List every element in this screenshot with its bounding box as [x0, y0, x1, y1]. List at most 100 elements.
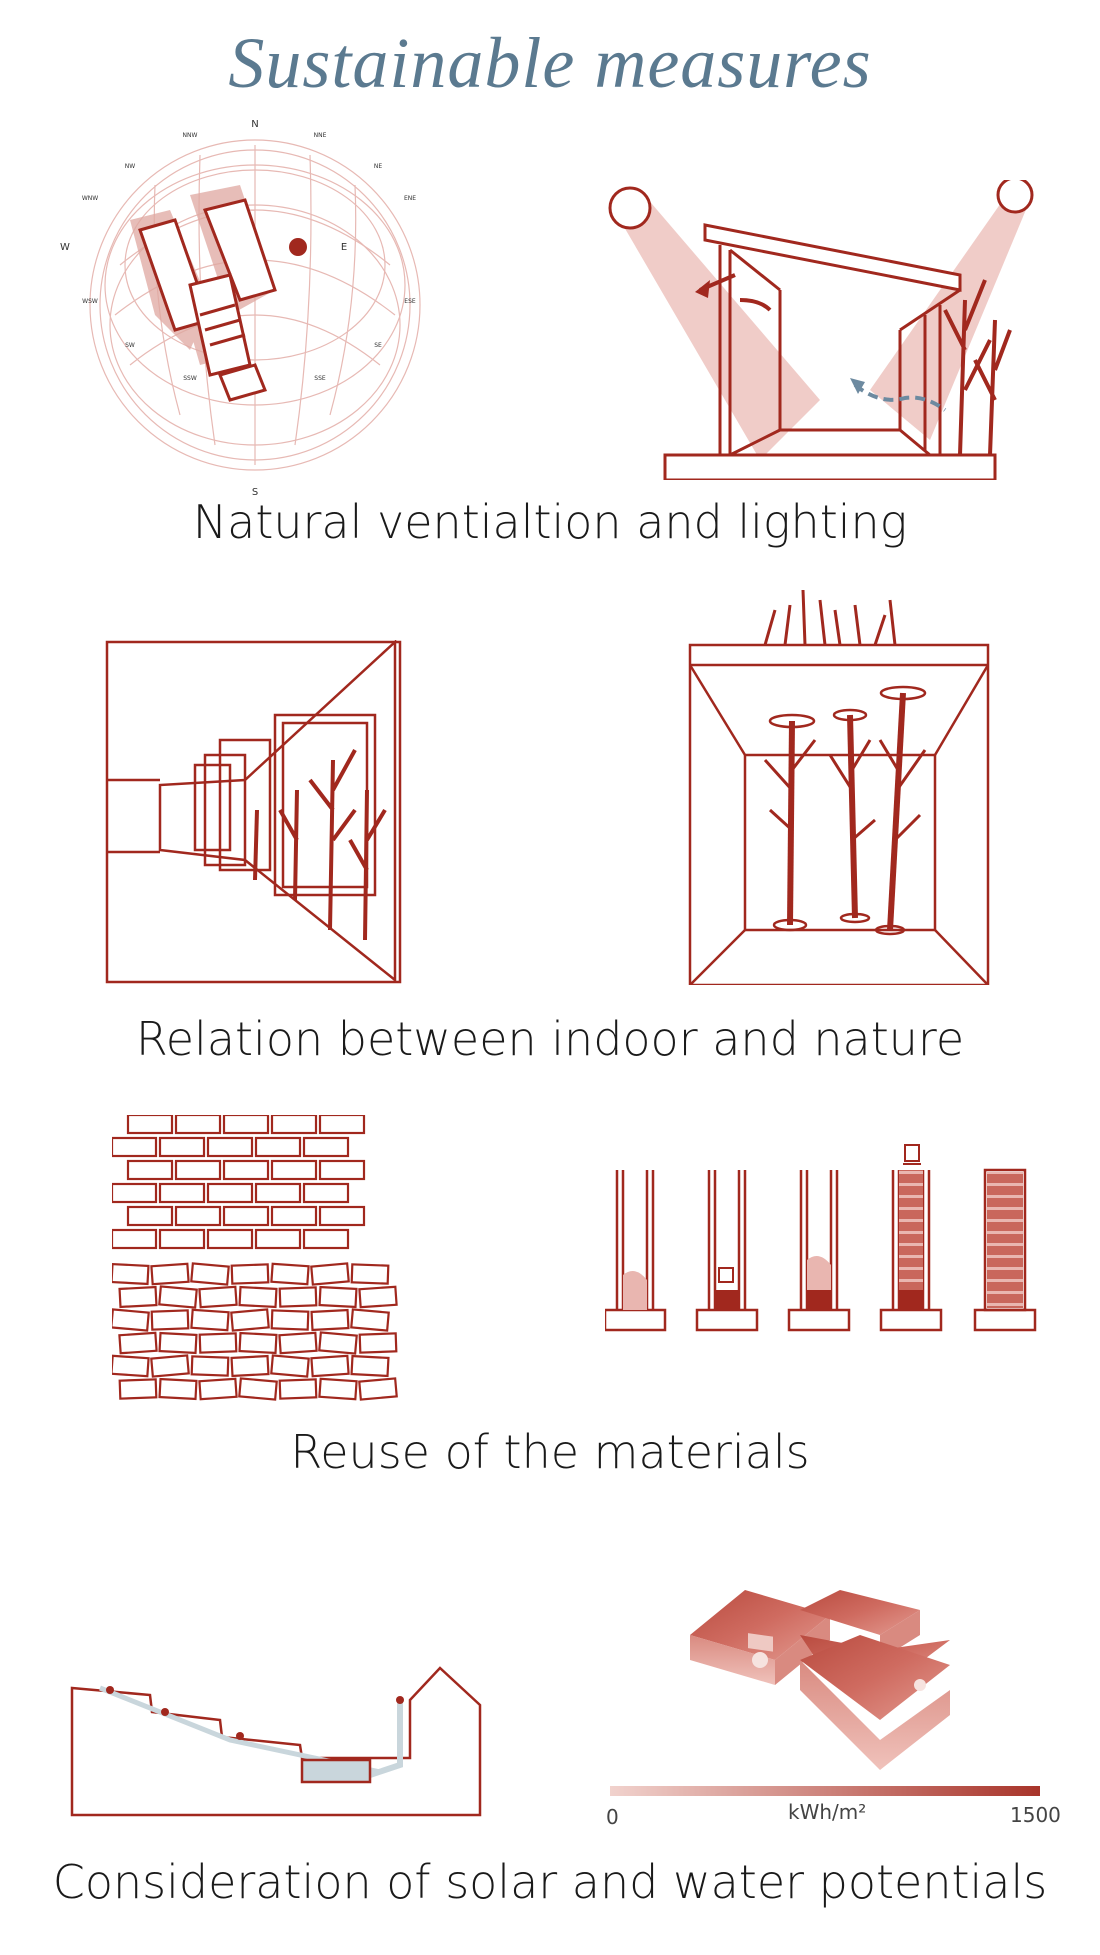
brick — [318, 1377, 358, 1401]
brick — [206, 1228, 254, 1250]
brick — [126, 1115, 174, 1135]
brick — [112, 1354, 150, 1378]
brick — [238, 1285, 278, 1309]
brick — [158, 1182, 206, 1204]
brick — [318, 1285, 358, 1309]
brick — [350, 1354, 390, 1378]
brick — [198, 1285, 238, 1309]
brick — [270, 1115, 318, 1135]
brick — [230, 1263, 270, 1285]
brick-reuse-diagram — [112, 1115, 402, 1410]
compass-sse: SSE — [314, 375, 326, 382]
compass-nnw: NNW — [183, 132, 198, 139]
brick — [150, 1309, 190, 1331]
brick — [318, 1115, 366, 1135]
brick — [126, 1205, 174, 1227]
legend-min-label: 0 — [606, 1805, 619, 1829]
legend-unit-label: kWh/m² — [788, 1800, 867, 1824]
brick — [230, 1354, 270, 1378]
brick — [270, 1205, 318, 1227]
brick — [158, 1136, 206, 1158]
brick — [158, 1228, 206, 1250]
solar-color-scale — [610, 1784, 1040, 1798]
legend-max-label: 1500 — [1010, 1803, 1061, 1827]
brick — [358, 1377, 398, 1401]
compass-n: N — [251, 119, 258, 130]
brick — [238, 1377, 278, 1401]
solar-radiation-model — [690, 1580, 960, 1780]
brick — [174, 1115, 222, 1135]
brick — [158, 1377, 198, 1401]
brick — [278, 1378, 318, 1400]
brick — [318, 1159, 366, 1181]
section-caption-solar-water: Consideration of solar and water potenti… — [52, 1855, 1048, 1909]
brick — [302, 1182, 350, 1204]
brick — [174, 1159, 222, 1181]
indoor-trees-diagram — [685, 590, 995, 985]
compass-sw: SW — [125, 342, 135, 349]
brick — [318, 1205, 366, 1227]
brick — [190, 1308, 230, 1332]
indoor-window-diagram — [105, 640, 405, 985]
brick — [350, 1263, 390, 1285]
water-collection-section — [70, 1660, 490, 1820]
brick — [126, 1159, 174, 1181]
compass-ne: NE — [374, 163, 382, 170]
brick — [118, 1331, 158, 1355]
section-caption-nature: Relation between indoor and nature — [135, 1012, 965, 1066]
brick — [310, 1354, 350, 1378]
brick — [150, 1262, 190, 1286]
brick — [254, 1136, 302, 1158]
brick — [358, 1285, 398, 1309]
ventilation-section-diagram — [600, 180, 1040, 480]
brick — [190, 1355, 230, 1377]
brick — [230, 1308, 270, 1332]
brick — [112, 1182, 158, 1204]
brick — [158, 1331, 198, 1355]
brick — [302, 1136, 350, 1158]
section-caption-materials: Reuse of the materials — [290, 1425, 810, 1479]
compass-ese: ESE — [404, 298, 416, 305]
compass-nne: NNE — [314, 132, 327, 139]
rammed-earth-columns-diagram — [605, 1140, 1045, 1340]
brick — [118, 1285, 158, 1309]
compass-s: S — [252, 487, 258, 495]
brick — [174, 1205, 222, 1227]
brick — [318, 1331, 358, 1355]
compass-wnw: WNW — [82, 195, 98, 202]
brick — [278, 1331, 318, 1355]
brick — [302, 1228, 350, 1250]
section-caption-ventilation: Natural ventialtion and lighting — [192, 495, 908, 549]
brick — [206, 1182, 254, 1204]
compass-wsw: WSW — [82, 298, 98, 305]
compass-e: E — [341, 242, 347, 253]
brick — [270, 1309, 310, 1331]
brick — [222, 1205, 270, 1227]
brick — [270, 1354, 310, 1378]
brick — [238, 1331, 278, 1355]
compass-w: W — [60, 242, 70, 253]
brick — [310, 1262, 350, 1286]
brick — [254, 1182, 302, 1204]
brick — [112, 1136, 158, 1158]
brick — [310, 1308, 350, 1332]
compass-ssw: SSW — [183, 375, 197, 382]
sun-path-diagram: N S W E NNW NNE NW NE WNW ENE WSW ESE SW… — [60, 115, 450, 495]
brick — [158, 1285, 198, 1309]
brick — [112, 1308, 150, 1332]
compass-nw: NW — [125, 163, 135, 170]
brick — [150, 1354, 190, 1378]
brick — [270, 1262, 310, 1286]
brick — [222, 1159, 270, 1181]
brick — [206, 1136, 254, 1158]
brick — [358, 1332, 398, 1354]
brick — [112, 1228, 158, 1250]
brick — [254, 1228, 302, 1250]
brick — [118, 1378, 158, 1400]
brick — [270, 1159, 318, 1181]
brick — [222, 1115, 270, 1135]
brick — [198, 1377, 238, 1401]
page-title: Sustainable measures — [228, 23, 872, 103]
brick — [198, 1332, 238, 1354]
compass-ene: ENE — [404, 195, 416, 202]
